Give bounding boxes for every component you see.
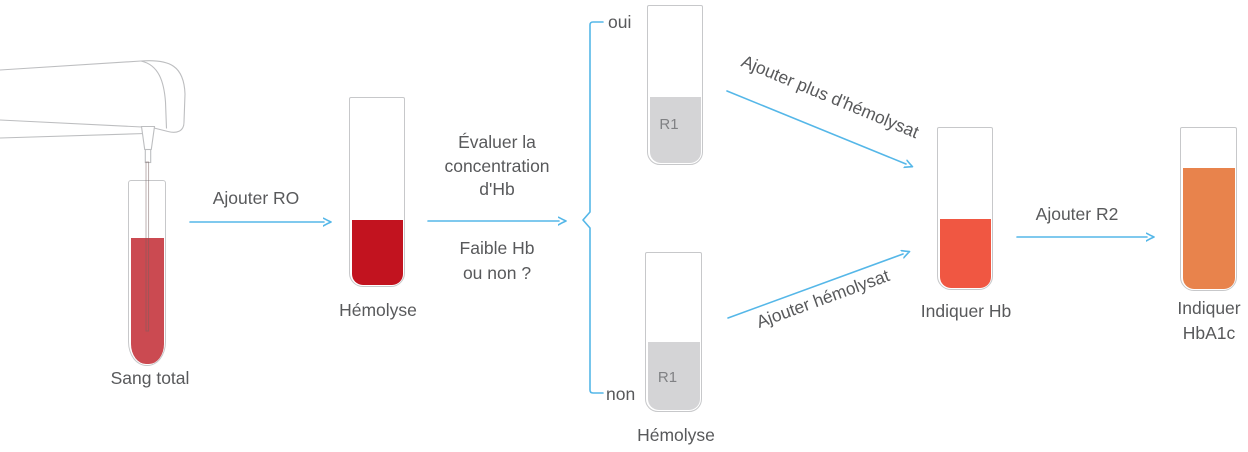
decision-text-faible: Faible Hb ou non ? xyxy=(460,236,535,285)
dispenser-arm xyxy=(0,60,186,139)
hba1c-line-2: HbA1c xyxy=(1182,323,1236,343)
tube-sang-total xyxy=(128,180,166,366)
hba1c-line-1: Indiquer xyxy=(1177,298,1241,318)
hemolyse-1-liquid xyxy=(351,219,403,285)
tube-indiquer-hb xyxy=(937,127,993,290)
tube-indiquer-hba1c xyxy=(1180,127,1237,291)
decision-text-evaluer: Évaluer la concentration d'Hb xyxy=(444,131,549,202)
branch-brace xyxy=(582,21,604,394)
evaluer-line-2: concentration xyxy=(444,155,550,176)
r1-label: R1 xyxy=(659,116,679,133)
tube-r1-non: R1 xyxy=(645,252,702,412)
faible-line-1: Faible Hb xyxy=(459,238,535,258)
label-sang-total: Sang total xyxy=(110,368,190,388)
r1-oui-liquid xyxy=(649,96,701,163)
tube-r1-oui: R1 xyxy=(647,5,703,165)
label-ajouter-r2: Ajouter R2 xyxy=(1035,204,1119,224)
label-oui: oui xyxy=(608,12,632,32)
sang-total-liquid xyxy=(130,237,164,364)
label-hemolyse-2: Hémolyse xyxy=(637,425,715,445)
label-ajouter-plus-hemolysat: Ajouter plus d'hémolysat xyxy=(738,50,922,143)
label-hemolyse-1: Hémolyse xyxy=(339,300,417,320)
faible-line-2: ou non ? xyxy=(462,262,532,283)
r1-label: R1 xyxy=(657,369,678,386)
indiquer-hb-liquid xyxy=(939,218,991,288)
tube-hemolyse-1 xyxy=(349,97,405,287)
label-indiquer-hb: Indiquer Hb xyxy=(920,301,1012,321)
indiquer-hba1c-liquid xyxy=(1182,167,1235,289)
label-ajouter-hemolysat: Ajouter hémolysat xyxy=(753,265,893,332)
r1-non-liquid xyxy=(647,341,700,410)
dispenser-nozzle xyxy=(140,125,156,164)
evaluer-line-3: d'Hb xyxy=(479,179,515,199)
label-indiquer-hba1c: Indiquer HbA1c xyxy=(1177,296,1240,346)
label-non: non xyxy=(606,384,636,404)
evaluer-line-1: Évaluer la xyxy=(458,132,536,152)
label-ajouter-ro: Ajouter RO xyxy=(212,188,300,208)
